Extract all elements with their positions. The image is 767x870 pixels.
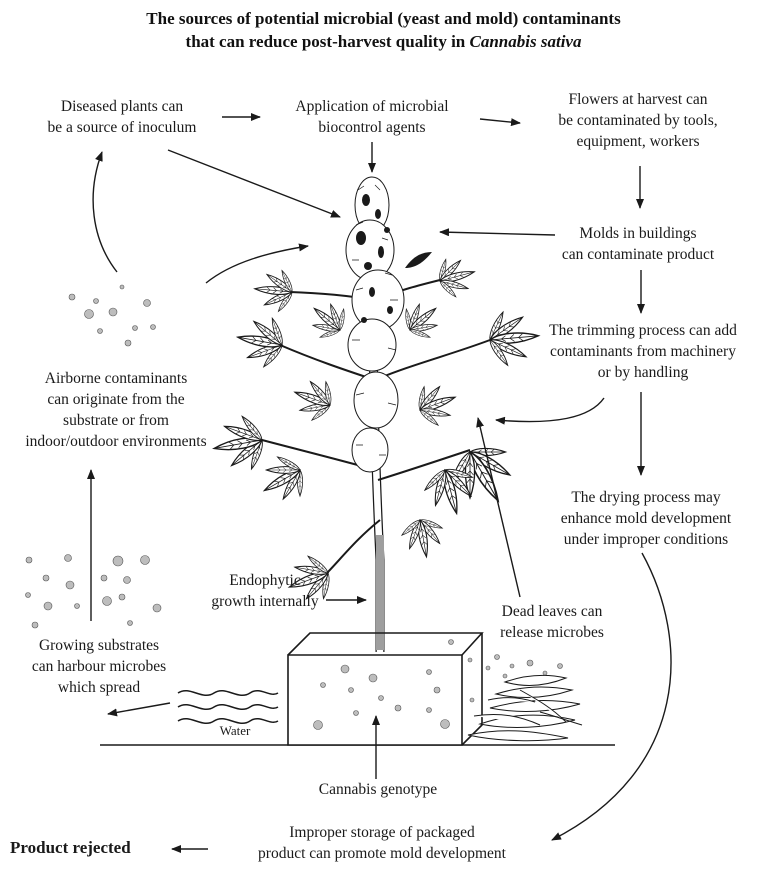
arrow-deadleaves-to-plant <box>476 417 521 598</box>
airborne-particles-upper <box>68 284 156 347</box>
label-airborne-contaminants: Airborne contaminants can originate from… <box>0 368 232 452</box>
label-airborne-line1: Airborne contaminants <box>44 370 188 387</box>
label-biocontrol-line1: Application of microbial <box>295 98 449 115</box>
label-flowers-at-harvest: Flowers at harvest can be contaminated b… <box>523 89 753 152</box>
label-biocontrol: Application of microbial biocontrol agen… <box>262 96 482 138</box>
arrow-airborne-to-diseased <box>92 151 118 273</box>
label-flowers-line2: be contaminated by tools, <box>558 112 718 129</box>
label-improper-storage: Improper storage of packaged product can… <box>212 822 552 864</box>
diagram-title-line2: that can reduce post-harvest quality in … <box>0 30 767 53</box>
label-substrates-line1: Growing substrates <box>38 637 160 654</box>
label-flowers-line3: equipment, workers <box>576 133 700 150</box>
label-molds-line2: can contaminate product <box>561 246 715 263</box>
label-trimming-line1: The trimming process can add <box>549 322 737 339</box>
label-flowers-line1: Flowers at harvest can <box>568 91 708 108</box>
arrow-water-to-substrates <box>107 702 171 717</box>
label-endophytic-line1: Endophytic <box>229 572 301 589</box>
dead-leaves-spores <box>485 654 563 679</box>
label-storage-line1: Improper storage of packaged <box>289 824 475 841</box>
label-endophytic-line2: growth internally <box>211 593 319 610</box>
label-diseased-line1: Diseased plants can <box>60 98 184 115</box>
label-trimming-process: The trimming process can add contaminant… <box>525 320 761 383</box>
label-substrates-line2: can harbour microbes <box>31 658 167 675</box>
arrow-drying-to-storage <box>551 552 672 841</box>
label-diseased-line2: be a source of inoculum <box>47 119 197 136</box>
label-product-rejected: Product rejected <box>10 838 131 857</box>
label-biocontrol-line2: biocontrol agents <box>318 119 426 136</box>
arrow-airborne-to-plant <box>205 243 309 284</box>
label-dead-leaves-line1: Dead leaves can <box>501 603 603 620</box>
label-drying-line2: enhance mold development <box>560 510 732 527</box>
label-diseased-plants: Diseased plants can be a source of inocu… <box>22 96 222 138</box>
growing-substrate-box <box>287 632 484 746</box>
label-cannabis-genotype: Cannabis genotype <box>318 781 438 798</box>
label-dead-leaves-line2: release microbes <box>500 624 604 641</box>
arrow-trimming-to-plant <box>495 397 605 425</box>
diagram-title-line1: The sources of potential microbial (yeas… <box>146 9 621 28</box>
label-storage-line2: product can promote mold development <box>258 845 506 862</box>
label-molds-line1: Molds in buildings <box>579 225 697 242</box>
endophytic-stem-shading <box>376 535 384 650</box>
arrow-biocontrol-to-flowers <box>479 118 521 127</box>
label-water: Water <box>219 723 251 738</box>
label-airborne-line4: indoor/outdoor environments <box>25 433 207 450</box>
label-growing-substrates: Growing substrates can harbour microbes … <box>8 635 190 698</box>
label-airborne-line3: substrate or from <box>63 412 169 429</box>
label-airborne-line2: can originate from the <box>47 391 185 408</box>
label-substrates-line3: which spread <box>57 679 141 696</box>
substrate-particles <box>313 639 475 730</box>
label-molds-in-buildings: Molds in buildings can contaminate produ… <box>538 223 738 265</box>
cannabis-plant-illustration <box>209 176 541 652</box>
label-dead-leaves: Dead leaves can release microbes <box>482 601 622 643</box>
airborne-particles-lower <box>25 554 162 629</box>
label-drying-line1: The drying process may <box>571 489 721 506</box>
water-waves <box>177 690 279 724</box>
label-trimming-line2: contaminants from machinery <box>550 343 736 360</box>
label-drying-process: The drying process may enhance mold deve… <box>535 487 757 550</box>
arrow-molds-to-plant <box>439 228 556 237</box>
label-endophytic-growth: Endophytic growth internally <box>200 570 330 612</box>
dead-leaves-pile <box>467 674 583 742</box>
label-drying-line3: under improper conditions <box>563 531 729 548</box>
label-trimming-line3: or by handling <box>597 364 689 381</box>
title-line2-prefix: that can reduce post-harvest quality in <box>185 32 470 51</box>
arrow-diseased-to-plant <box>167 149 341 218</box>
title-species-italic: Cannabis sativa <box>469 32 582 51</box>
